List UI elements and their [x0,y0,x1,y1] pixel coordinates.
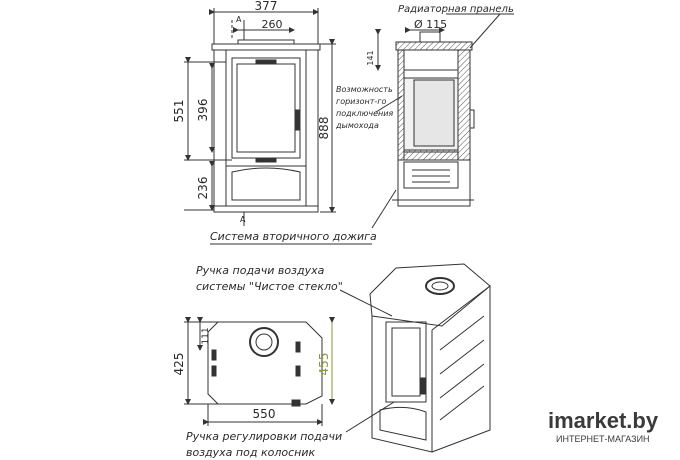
dim-height-396: 396 [196,99,210,122]
iso-front [371,316,433,453]
dim-141: 141 [366,50,375,65]
front-door [231,57,301,159]
note-line-1: Возможность [336,85,393,94]
top-view [184,317,323,426]
dim-depth-425: 425 [172,353,186,376]
section-mark-top: A [236,15,242,24]
top-outline [207,321,323,405]
radiator-panel [395,41,473,51]
dim-offset-111: 111 [201,327,211,344]
watermark-brand: imarket.by [548,408,659,433]
dim-depth-455: 455 [317,353,331,376]
front-body [213,49,319,213]
iso-top [369,263,491,327]
top-flue-opening [255,333,273,351]
iso-side [431,284,491,453]
dim-height-551: 551 [172,100,186,123]
top-flue-ring [249,327,279,357]
note-line-2: горизонт-го [336,97,387,106]
dim-chimney-260: 260 [262,18,283,31]
iso-view [339,263,491,453]
note-line-3: подключения [336,109,393,118]
callout-air-line1: Ручка подачи воздуха [196,264,325,277]
callout-grate-line1: Ручка регулировки подачи [186,430,342,443]
front-ashpan [231,167,301,201]
dim-height-888: 888 [317,117,331,140]
front-top-plate [211,43,321,51]
iso-door [385,321,427,403]
section-view [371,13,514,229]
dim-width-377: 377 [255,0,278,13]
dim-diameter-115: Ø 115 [414,18,447,31]
dim-height-236: 236 [196,177,210,200]
dim-width-550: 550 [253,407,276,421]
callout-secondary-burn: Система вторичного дожига [210,230,377,243]
section-mark-bottom: A [240,215,246,224]
front-view [184,8,336,226]
front-door-glass [236,63,296,153]
watermark-logo: imarket.by ИНТЕРНЕТ-МАГАЗИН [548,408,659,444]
callout-air-line2: системы "Чистое стекло" [196,280,343,293]
note-line-4: дымохода [335,121,379,130]
watermark-sub: ИНТЕРНЕТ-МАГАЗИН [556,434,650,444]
section-handle [469,109,475,129]
callout-grate-line2: воздуха под колосник [186,446,315,459]
callout-radiator-panel: Радиаторная пранель [398,4,514,15]
front-door-handle [295,109,300,131]
